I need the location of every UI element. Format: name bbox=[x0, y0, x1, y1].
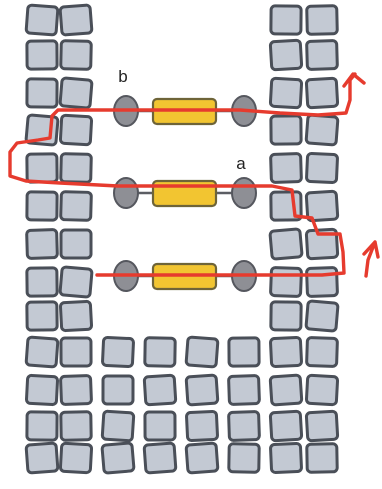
grid-cell bbox=[143, 336, 177, 368]
grid-cell bbox=[59, 39, 93, 71]
grid-cell bbox=[227, 410, 261, 442]
grid-cell bbox=[305, 39, 339, 71]
grid-cell bbox=[24, 373, 60, 407]
grid-cell bbox=[269, 335, 303, 369]
grid-cell bbox=[142, 441, 178, 475]
grid-cell bbox=[142, 373, 178, 407]
entry-arrow-icon bbox=[362, 240, 380, 278]
grid-cell bbox=[59, 190, 93, 222]
grid-cell bbox=[24, 335, 60, 369]
grid-cell bbox=[305, 152, 339, 184]
dumbbell-middle-right-knob bbox=[231, 177, 257, 209]
grid-cell bbox=[184, 441, 220, 475]
grid-cell bbox=[304, 409, 340, 443]
grid-cell bbox=[268, 38, 304, 72]
cell-grid bbox=[24, 3, 340, 475]
grid-cell bbox=[268, 76, 304, 110]
grid-cell bbox=[59, 410, 93, 442]
grid-cell bbox=[25, 39, 59, 71]
grid-cell bbox=[25, 266, 59, 298]
grid-cell bbox=[227, 442, 261, 474]
grid-cell bbox=[25, 410, 59, 442]
grid-cell bbox=[58, 441, 94, 475]
grid-cell bbox=[304, 76, 340, 110]
label-a: a bbox=[236, 154, 246, 173]
grid-cell bbox=[100, 441, 136, 475]
grid-cell bbox=[58, 113, 94, 147]
grid-cell bbox=[268, 409, 304, 443]
grid-cell bbox=[25, 77, 59, 109]
grid-cell bbox=[24, 3, 60, 37]
grid-cell bbox=[184, 335, 220, 369]
grid-cell bbox=[305, 266, 339, 298]
grid-cell bbox=[101, 335, 135, 369]
grid-cell bbox=[268, 373, 304, 407]
grid-cell bbox=[25, 228, 59, 260]
grid-cell bbox=[305, 442, 339, 474]
dumbbell-middle-left-knob bbox=[113, 177, 139, 209]
grid-cell bbox=[269, 4, 303, 36]
grid-cell bbox=[59, 374, 93, 406]
grid-cell bbox=[184, 373, 220, 407]
label-b: b bbox=[118, 67, 127, 86]
grid-cell bbox=[58, 265, 94, 299]
grid-cell bbox=[58, 299, 94, 333]
grid-cell bbox=[269, 114, 303, 146]
grid-cell bbox=[269, 152, 303, 184]
grid-cell bbox=[304, 373, 340, 407]
grid-cell bbox=[25, 152, 59, 184]
grid-cell bbox=[101, 374, 135, 406]
grid-cell bbox=[269, 300, 303, 332]
grid-cell bbox=[268, 227, 304, 261]
grid-cell bbox=[269, 266, 303, 298]
red-path bbox=[8, 72, 357, 277]
grid-cell bbox=[25, 300, 59, 332]
grid-cell bbox=[59, 152, 93, 184]
grid-cell bbox=[305, 336, 339, 368]
grid-cell bbox=[143, 410, 177, 442]
dumbbells bbox=[113, 95, 257, 292]
grid-cell bbox=[304, 189, 340, 223]
grid-cell bbox=[304, 299, 340, 333]
grid-cell bbox=[185, 409, 219, 443]
grid-cell bbox=[227, 336, 261, 368]
grid-cell bbox=[59, 336, 93, 368]
grid-cell bbox=[304, 227, 340, 261]
grid-cell bbox=[304, 113, 340, 147]
grid-cell bbox=[25, 190, 59, 222]
grid-cell bbox=[24, 441, 60, 475]
grid-cell bbox=[59, 228, 93, 260]
grid-cell bbox=[305, 4, 339, 36]
grid-cell bbox=[269, 442, 303, 474]
grid-cell bbox=[100, 409, 136, 443]
dumbbell-middle bbox=[113, 177, 257, 209]
grid-cell bbox=[58, 76, 94, 110]
grid-cell bbox=[227, 374, 261, 406]
exit-arrow-icon bbox=[342, 72, 366, 88]
grid-cell bbox=[58, 3, 94, 37]
